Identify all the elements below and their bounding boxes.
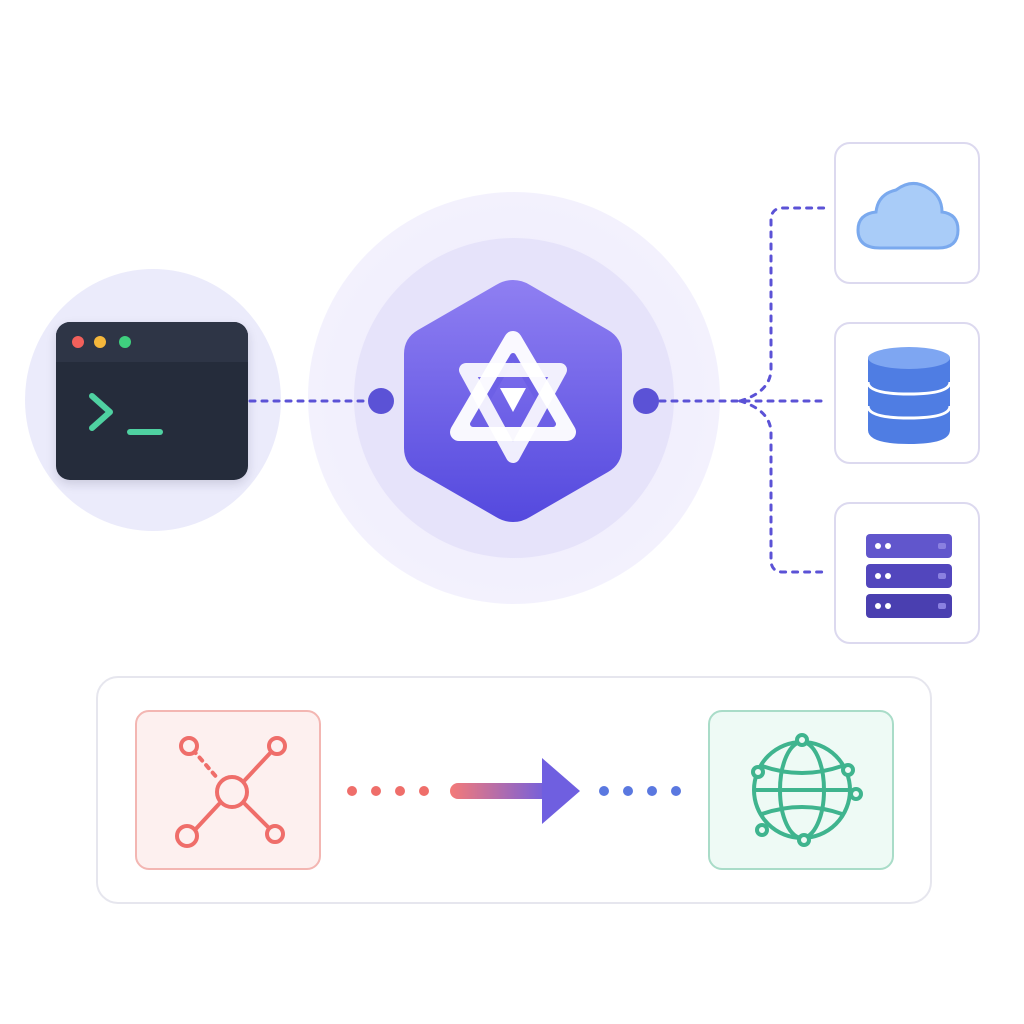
cloud-card[interactable] bbox=[834, 142, 980, 284]
server-rack-icon bbox=[866, 534, 952, 618]
terminal-prompt-icon bbox=[89, 393, 163, 435]
globe-card[interactable] bbox=[708, 710, 894, 870]
hub-port-left bbox=[368, 388, 394, 414]
terminal-window-icon bbox=[56, 322, 248, 480]
cloud-icon bbox=[856, 182, 960, 250]
network-nodes-icon bbox=[175, 736, 287, 848]
database-icon bbox=[866, 347, 952, 444]
traffic-light-green bbox=[119, 336, 131, 348]
server-card[interactable] bbox=[834, 502, 980, 644]
arrow-right-icon bbox=[347, 758, 681, 824]
hub-port-right bbox=[633, 388, 659, 414]
terminal-title-bar bbox=[56, 322, 248, 362]
hexagon-logo-icon[interactable] bbox=[400, 274, 626, 528]
connector-hub-server bbox=[738, 399, 830, 574]
connector-hub-cloud bbox=[738, 206, 830, 403]
traffic-light-red bbox=[72, 336, 84, 348]
traffic-light-yellow bbox=[94, 336, 106, 348]
network-card[interactable] bbox=[135, 710, 321, 870]
globe-icon bbox=[751, 733, 863, 847]
database-card[interactable] bbox=[834, 322, 980, 464]
